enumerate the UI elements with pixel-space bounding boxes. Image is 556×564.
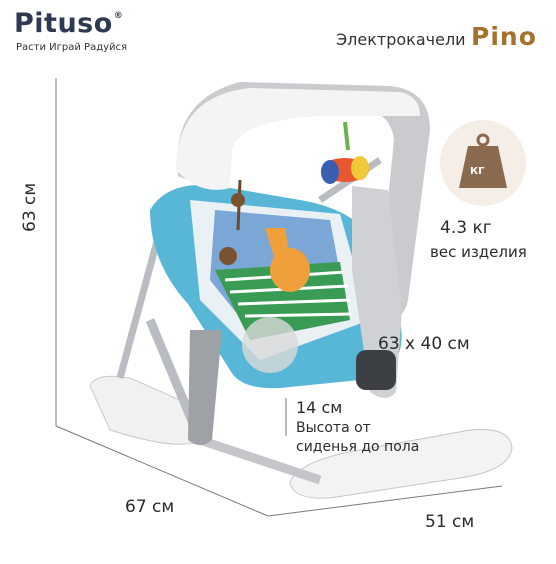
weight-icon	[440, 120, 526, 206]
height-dimension: 63 см	[20, 182, 40, 232]
brand-tagline: Расти Играй Радуйся	[16, 42, 128, 53]
model-name: Pino	[471, 22, 537, 51]
dimension-lines	[55, 78, 503, 517]
weight-label: вес изделия	[430, 243, 527, 261]
seat-height-note-line1: Высота от	[296, 420, 371, 436]
logo-text: Pituso	[14, 8, 113, 39]
product-type: Электрокачели	[336, 30, 466, 49]
base-frame	[89, 157, 513, 499]
seat-height-note-line2: сиденья до пола	[296, 439, 420, 455]
trademark-mark: ®	[113, 11, 124, 21]
weight-value: 4.3 кг	[440, 218, 492, 238]
overhead-arch	[176, 82, 430, 445]
weight-icon-label: КГ	[470, 166, 485, 177]
seat-height-dimension: 14 см	[296, 398, 343, 417]
seat-size-dimension: 63 x 40 см	[378, 334, 470, 354]
depth-dimension: 67 см	[125, 497, 175, 517]
hanging-toys	[231, 121, 369, 231]
width-dimension: 51 см	[425, 512, 475, 532]
width-line	[267, 485, 503, 517]
brand-logo: Pituso®	[14, 10, 123, 37]
motor-housing	[352, 186, 402, 398]
depth-line	[55, 425, 269, 517]
